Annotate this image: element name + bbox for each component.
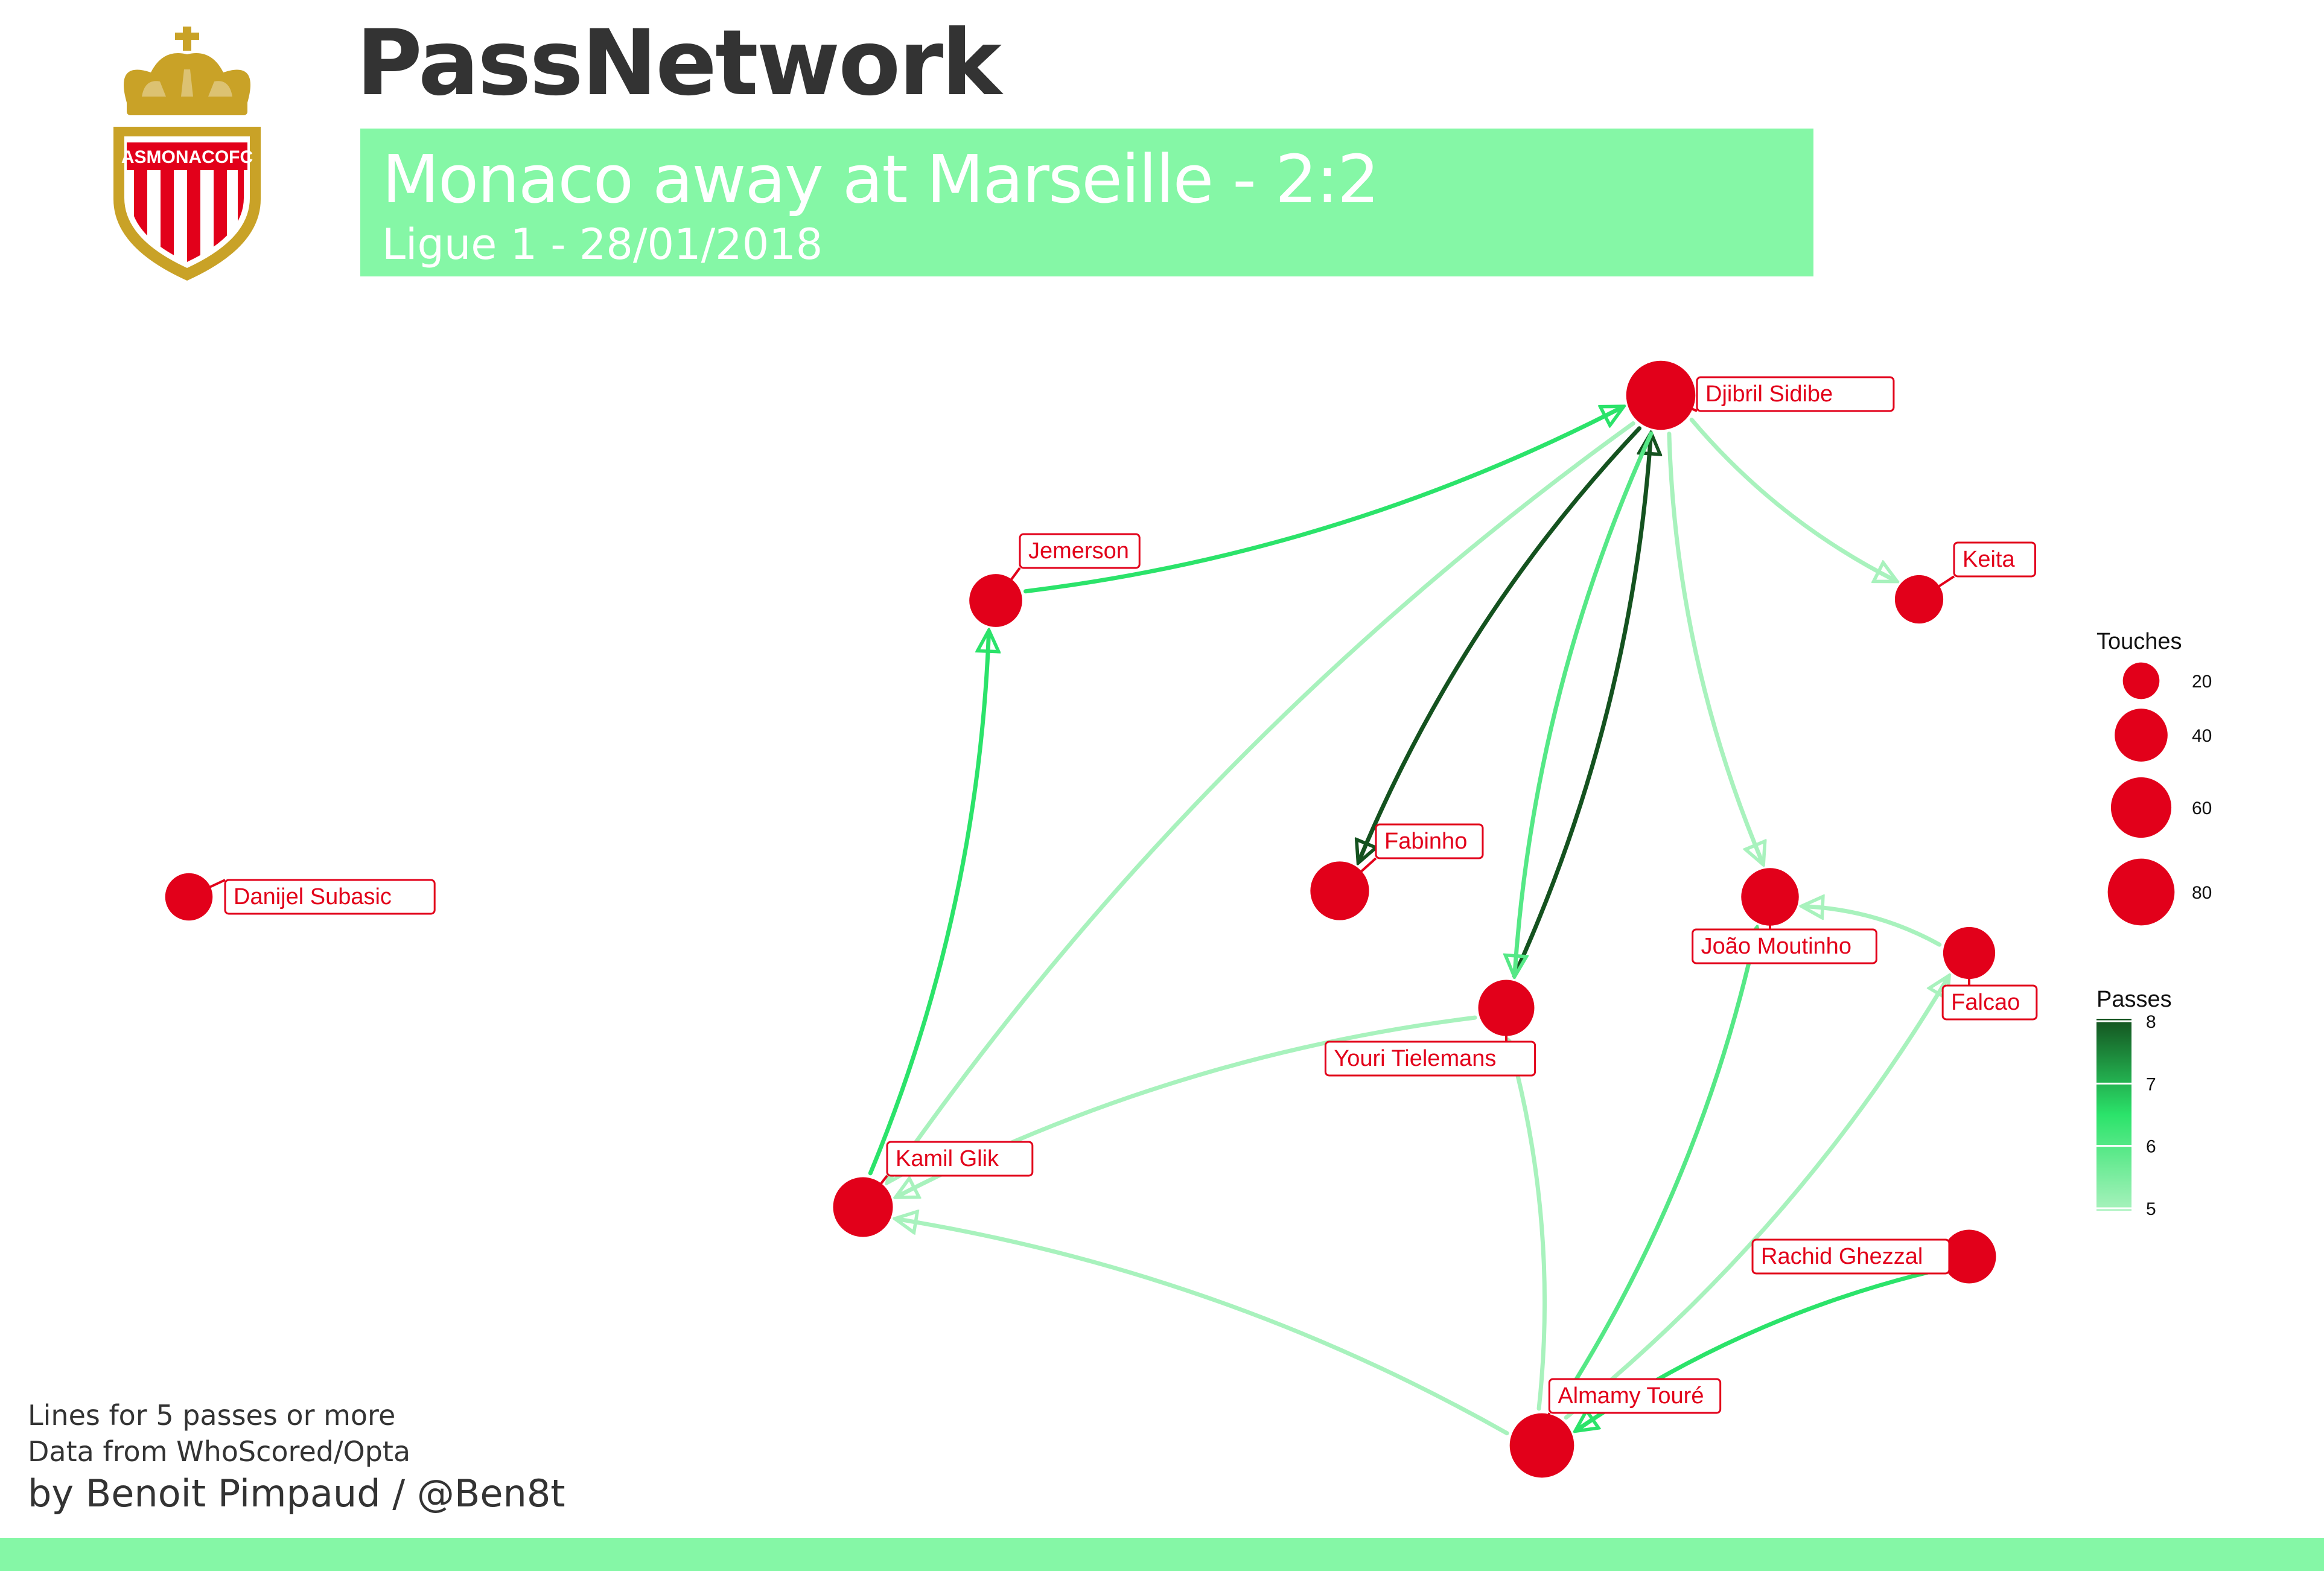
pass-edge [1512, 435, 1651, 978]
label-connector [1948, 1238, 1970, 1258]
match-banner: Monaco away at Marseille - 2:2 Ligue 1 -… [360, 129, 1813, 276]
player-label: Almamy Touré [1558, 1383, 1704, 1409]
player-label-box [1548, 1378, 1722, 1414]
player-label-box [1751, 1238, 1950, 1275]
label-connector [1339, 857, 1377, 892]
pass-edge [1359, 426, 1641, 861]
pass-edge [1689, 417, 1895, 580]
player-label-box [1696, 376, 1895, 412]
touches-legend: Touches 20 40 60 80 [2096, 629, 2212, 926]
touches-legend-circle [2110, 777, 2172, 838]
player-label-box [1324, 1040, 1536, 1077]
pass-edges [868, 407, 1948, 1436]
player-label: Djibril Sidibe [1705, 381, 1833, 407]
label-connector [1541, 1412, 1551, 1446]
passes-tick-label: 6 [2146, 1137, 2156, 1157]
player-label: Jemerson [1028, 538, 1129, 564]
player-label-box [886, 1141, 1034, 1177]
label-connector [862, 1174, 888, 1208]
passes-legend: Passes 8 7 6 5 [2096, 987, 2172, 1219]
bottom-bar [0, 1538, 2324, 1571]
touches-legend-label: 20 [2192, 672, 2212, 692]
touches-legend-circle [2122, 662, 2160, 699]
footer-credit: by Benoit Pimpaud / @Ben8t [28, 1471, 565, 1515]
touches-legend-label: 40 [2192, 726, 2212, 746]
player-label-box [1375, 823, 1484, 859]
pass-edge [1515, 431, 1654, 975]
player-label-box [1692, 928, 1877, 964]
player-label: Fabinho [1384, 829, 1467, 854]
player-label-box [1953, 541, 2036, 578]
competition-date: Ligue 1 - 28/01/2018 [382, 220, 823, 269]
player-label-box [1941, 984, 2038, 1021]
pass-edge [897, 1219, 1509, 1436]
footer-threshold-note: Lines for 5 passes or more [28, 1399, 396, 1432]
passes-tick-label: 7 [2146, 1074, 2156, 1094]
pass-edge [1804, 907, 1942, 947]
player-label: João Moutinho [1701, 934, 1851, 959]
player-label: Danijel Subasic [234, 884, 392, 910]
player-label: Keita [1963, 547, 2015, 572]
pass-edge [1564, 977, 1948, 1420]
touches-legend-circle [2107, 858, 2175, 926]
label-connector [1660, 394, 1698, 412]
pass-edge [868, 633, 988, 1176]
touches-legend-title: Touches [2096, 629, 2182, 654]
touches-legend-circle [2115, 709, 2168, 762]
player-label: Youri Tielemans [1334, 1046, 1496, 1071]
pass-edge [1667, 432, 1763, 863]
pass-edge [888, 421, 1635, 1182]
player-label-box [224, 879, 436, 915]
player-label: Rachid Ghezzal [1761, 1244, 1923, 1269]
player-label: Falcao [1951, 990, 2020, 1015]
player-label-box [1019, 533, 1141, 569]
label-connector [1918, 575, 1955, 601]
passes-legend-title: Passes [2096, 987, 2172, 1012]
pass-edge [1024, 407, 1622, 594]
passes-tick-label: 8 [2146, 1012, 2156, 1032]
player-nodes [165, 360, 1996, 1478]
footer-data-source: Data from WhoScored/Opta [28, 1435, 411, 1468]
player-label: Kamil Glik [896, 1146, 999, 1171]
match-subtitle: Monaco away at Marseille - 2:2 [382, 141, 1380, 218]
pass-edge [1509, 1042, 1547, 1411]
monaco-crest-logo: ASMONACOFC [109, 24, 266, 284]
touches-legend-label: 60 [2192, 798, 2212, 818]
crest-text: ASMONACOFC [121, 147, 253, 167]
pass-edge [1554, 929, 1757, 1413]
passes-colorbar [2096, 1019, 2131, 1211]
touches-legend-label: 80 [2192, 883, 2212, 903]
passes-tick-label: 5 [2146, 1199, 2156, 1219]
label-connector [188, 879, 226, 898]
page-title: PassNetwork [356, 11, 1002, 116]
crest-icon: ASMONACOFC [113, 27, 261, 281]
label-connector [995, 567, 1021, 602]
